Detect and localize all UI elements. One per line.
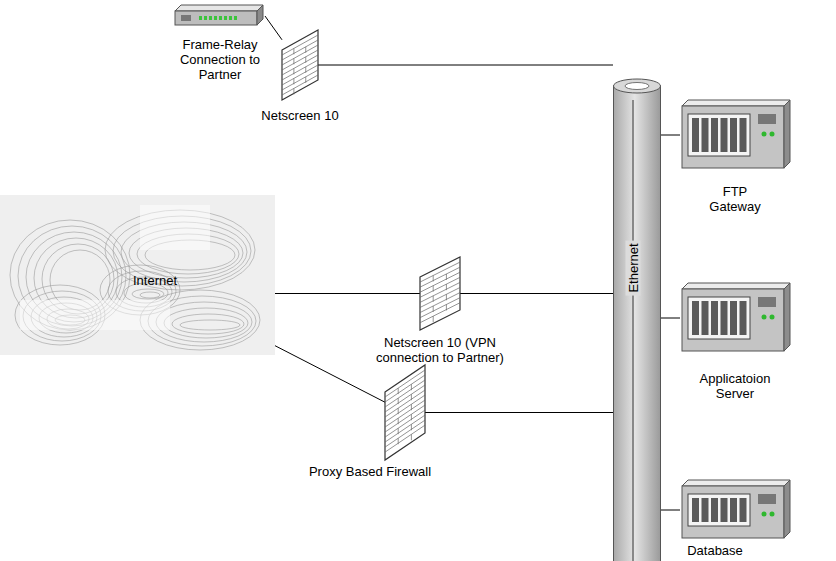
network-link	[275, 346, 385, 403]
server-icon	[680, 100, 790, 170]
network-link	[318, 65, 613, 66]
router-icon	[175, 3, 265, 29]
node-label: Netscreen 10 (VPN connection to Partner)	[376, 335, 504, 365]
network-link	[460, 293, 613, 294]
device-node: Netscreen 10	[282, 30, 318, 100]
device-node: Database	[680, 480, 790, 540]
network-link	[265, 16, 282, 40]
node-label: Applicatoion Server	[687, 371, 783, 401]
firewall-icon	[420, 257, 460, 330]
server-icon	[680, 480, 790, 540]
network-link	[661, 510, 680, 511]
node-label: Database	[675, 543, 755, 558]
node-label: Netscreen 10	[250, 108, 350, 123]
node-label: Internet	[120, 273, 190, 288]
network-band: Ethernet	[613, 78, 661, 561]
cloud-node: Internet	[0, 195, 275, 355]
device-node: FTP Gateway	[680, 100, 790, 170]
network-link	[661, 318, 680, 319]
ethernet-cylinder	[613, 78, 661, 561]
network-link	[661, 135, 680, 136]
network-link	[275, 293, 420, 294]
device-node: Applicatoion Server	[680, 283, 790, 353]
node-label: Ethernet	[626, 240, 641, 295]
device-node: Proxy Based Firewall	[385, 365, 425, 460]
network-link	[425, 412, 613, 413]
device-node: Frame-Relay Connection to Partner	[175, 3, 265, 29]
node-label: Frame-Relay Connection to Partner	[172, 37, 268, 82]
node-label: FTP Gateway	[697, 184, 773, 214]
device-node: Netscreen 10 (VPN connection to Partner)	[420, 257, 460, 330]
firewall-icon	[282, 30, 318, 100]
server-icon	[680, 283, 790, 353]
node-label: Proxy Based Firewall	[295, 464, 445, 479]
firewall-icon	[385, 365, 425, 460]
